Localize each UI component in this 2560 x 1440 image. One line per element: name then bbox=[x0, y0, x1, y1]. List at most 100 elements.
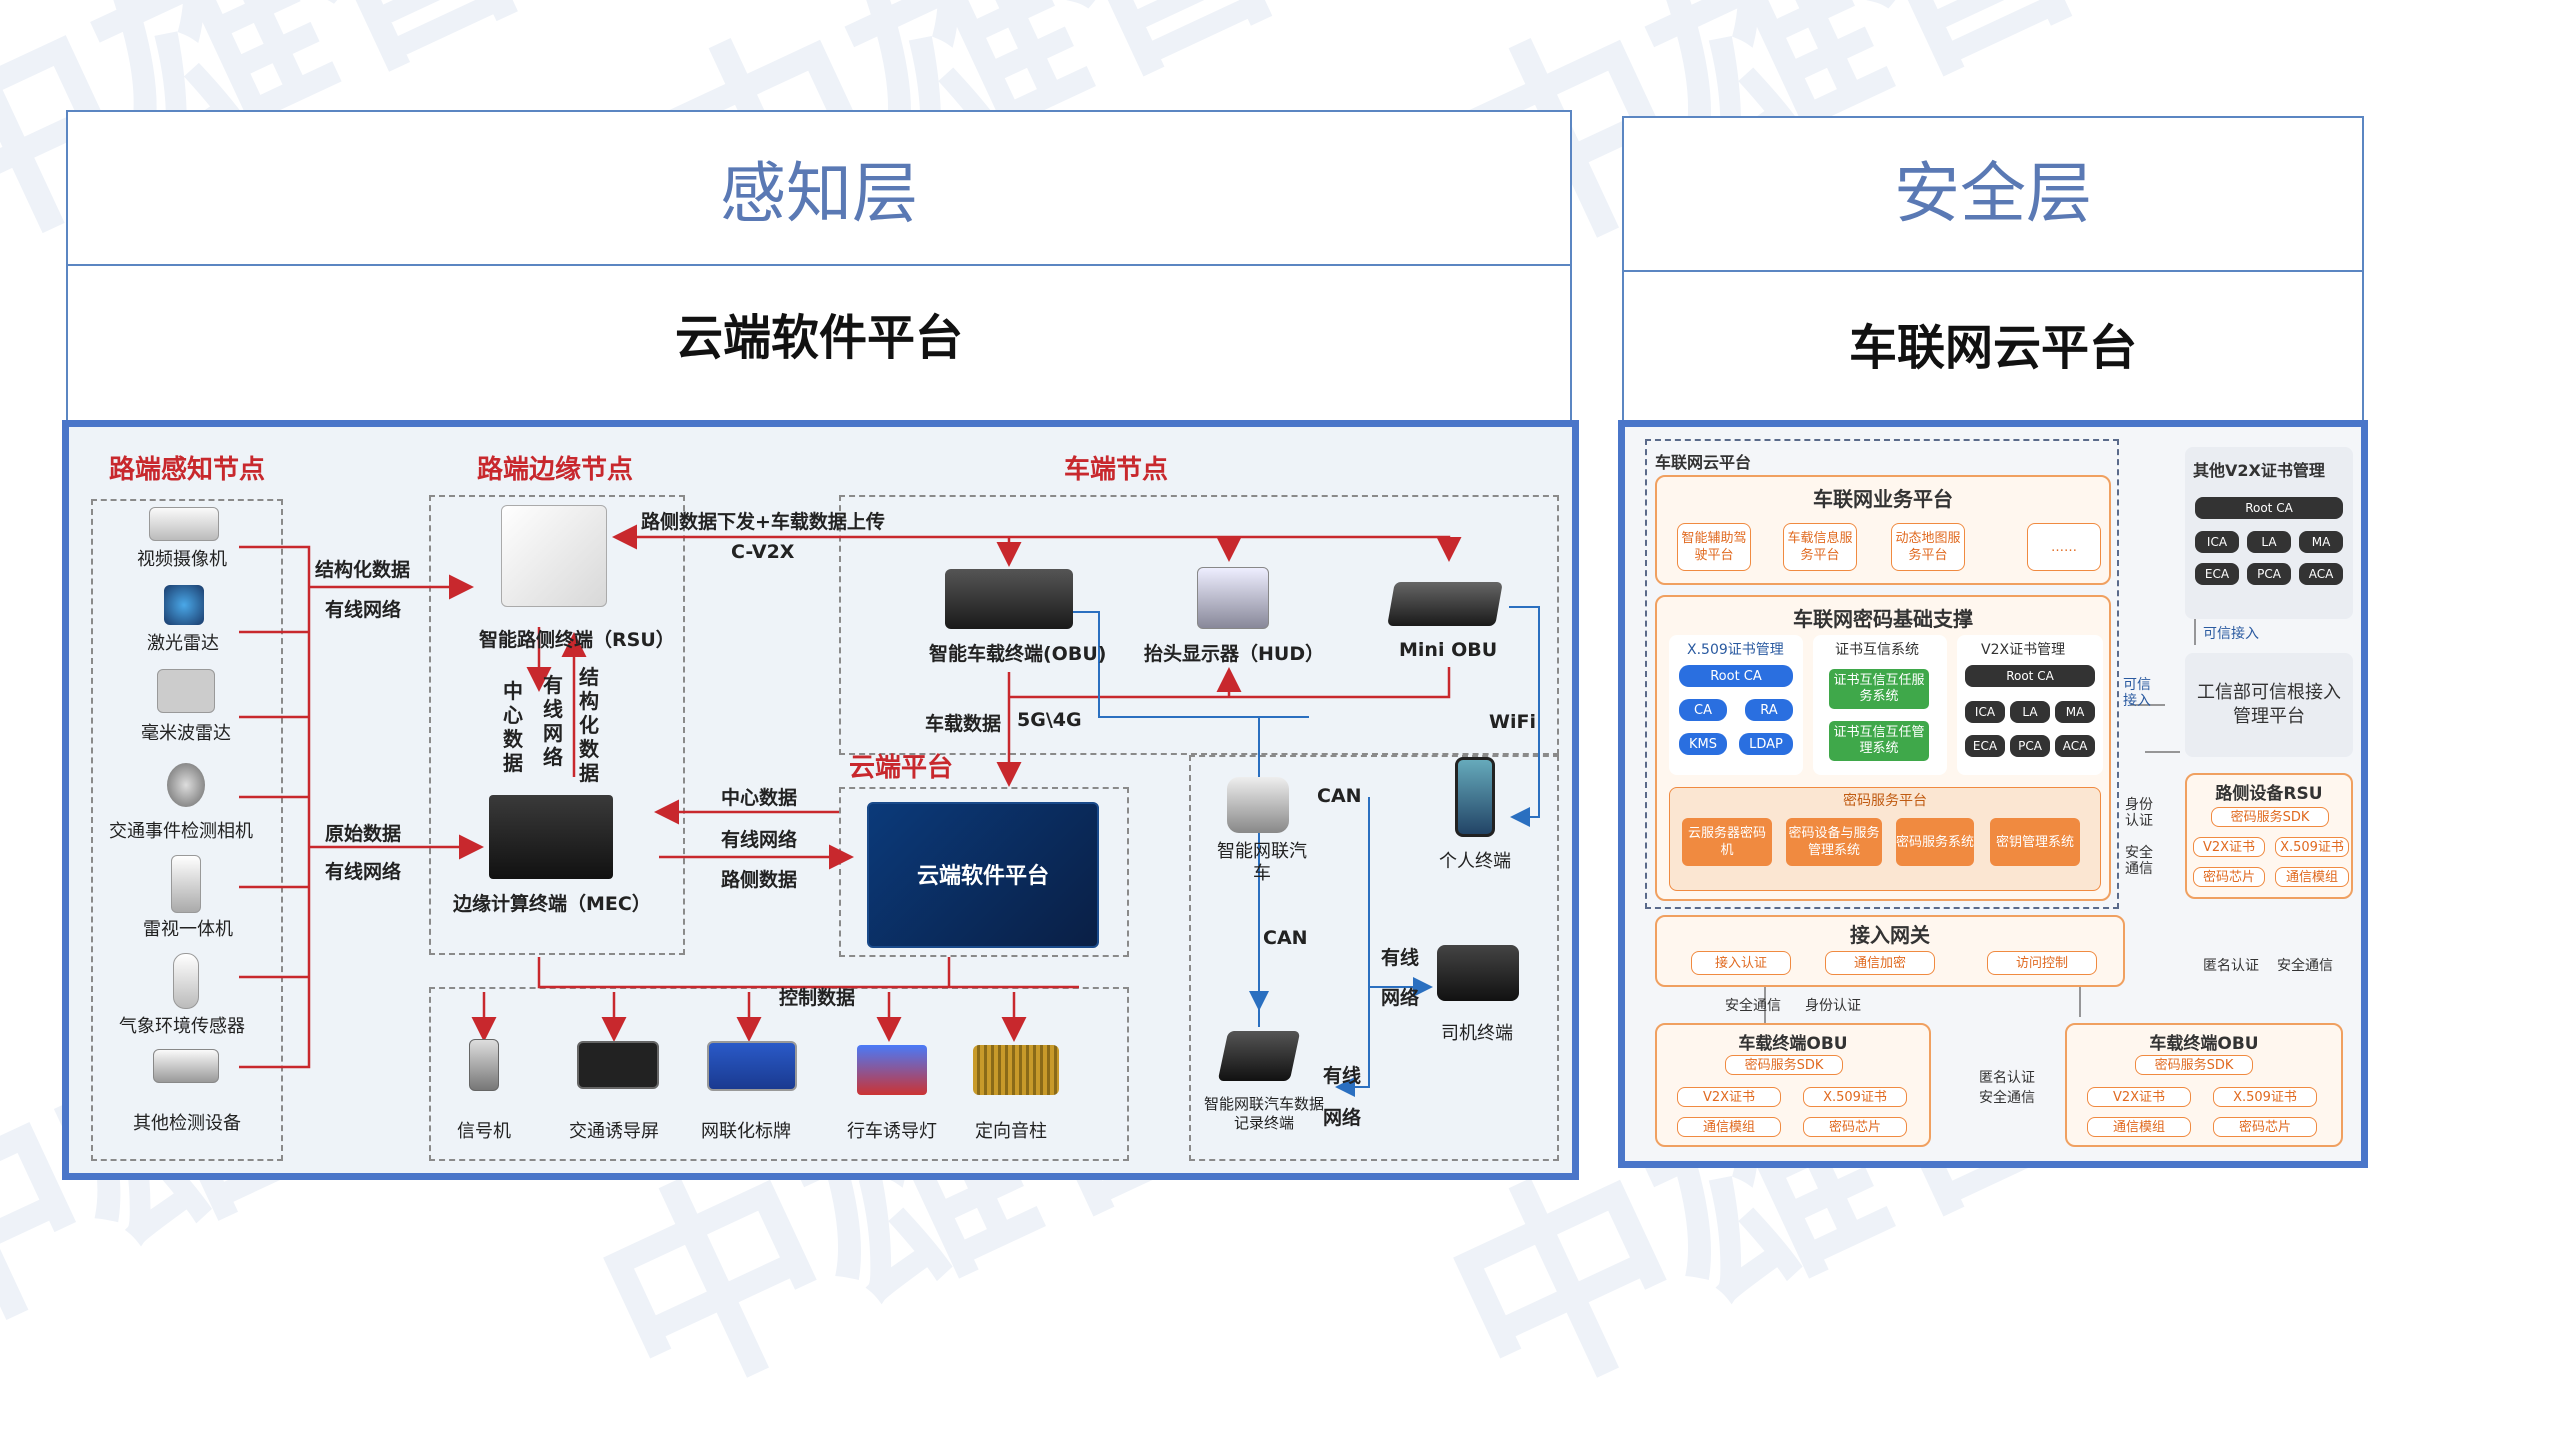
other-v2x-ma[interactable]: MA bbox=[2299, 531, 2343, 553]
v-structured-net: 有线网络 bbox=[541, 673, 565, 769]
v2x-aca[interactable]: ACA bbox=[2055, 735, 2095, 757]
mutual-trust-title: 证书互信系统 bbox=[1835, 642, 1919, 658]
v2x-cert-box: V2X证书管理 Root CA ICA LA MA ECA PCA ACA bbox=[1957, 635, 2103, 775]
obu-left-comm-module[interactable]: 通信模组 bbox=[1677, 1117, 1781, 1137]
hud-label: 抬头显示器（HUD） bbox=[1144, 643, 1325, 665]
rsu-x509-cert[interactable]: X.509证书 bbox=[2275, 837, 2349, 857]
rsu-icon bbox=[501, 505, 607, 607]
cloud-platform-label: 车联网云平台 bbox=[1655, 453, 1752, 472]
5g-4g-label: 5G\4G bbox=[1017, 709, 1082, 731]
trusted-access-label: 可信接入 bbox=[2203, 626, 2259, 642]
perception-divider bbox=[68, 264, 1570, 266]
directional-speaker-icon bbox=[973, 1045, 1059, 1095]
x509-kms[interactable]: KMS bbox=[1679, 733, 1727, 755]
x509-ra[interactable]: RA bbox=[1745, 699, 1793, 721]
personal-terminal-label: 个人终端 bbox=[1439, 851, 1511, 872]
personal-terminal-icon bbox=[1455, 757, 1495, 837]
wifi-label: WiFi bbox=[1489, 711, 1536, 733]
link-wired-network-1: 有线网络 bbox=[325, 599, 402, 621]
sensor-lidar: 激光雷达 bbox=[147, 633, 219, 654]
obu-right-x509-cert[interactable]: X.509证书 bbox=[2213, 1087, 2317, 1107]
secure-comm-label: 安全通信 bbox=[1725, 998, 1781, 1014]
mutual-trust-manage[interactable]: 证书互信互任管理系统 bbox=[1829, 721, 1929, 761]
security-diagram: 车联网云平台 车联网业务平台 智能辅助驾驶平台 车载信息服务平台 动态地图服务平… bbox=[1618, 420, 2368, 1168]
wired-net-label: 有线网络 bbox=[721, 829, 798, 851]
cloud-software-label: 云端软件平台 bbox=[916, 864, 1049, 889]
v2x-root-ca[interactable]: Root CA bbox=[1965, 665, 2095, 687]
business-item-info[interactable]: 车载信息服务平台 bbox=[1783, 523, 1857, 571]
x509-box: X.509证书管理 Root CA CA RA KMS LDAP bbox=[1669, 635, 1803, 775]
x509-root-ca[interactable]: Root CA bbox=[1679, 665, 1793, 687]
link-structured-data: 结构化数据 bbox=[315, 559, 411, 581]
crypto-service-system[interactable]: 密码服务系统 bbox=[1896, 818, 1974, 866]
v-structured-data-text: 结构化数据 bbox=[579, 665, 599, 785]
x509-ldap[interactable]: LDAP bbox=[1739, 733, 1793, 755]
x509-ca[interactable]: CA bbox=[1679, 699, 1727, 721]
lidar-icon bbox=[164, 585, 204, 625]
other-v2x-aca[interactable]: ACA bbox=[2299, 563, 2343, 585]
obu-right-crypto-chip[interactable]: 密码芯片 bbox=[2213, 1117, 2317, 1137]
wired-label-a: 有线 bbox=[1381, 947, 1420, 969]
gateway-access-auth[interactable]: 接入认证 bbox=[1691, 951, 1791, 975]
v2x-ma[interactable]: MA bbox=[2055, 701, 2095, 723]
other-v2x-la[interactable]: LA bbox=[2247, 531, 2291, 553]
obu-left-title: 车载终端OBU bbox=[1738, 1034, 1848, 1054]
gateway-encryption[interactable]: 通信加密 bbox=[1825, 951, 1935, 975]
network-label-b: 网络 bbox=[1323, 1107, 1362, 1129]
v2x-pca[interactable]: PCA bbox=[2010, 735, 2050, 757]
rsu-comm-module[interactable]: 通信模组 bbox=[2275, 867, 2349, 887]
guide-screen-icon bbox=[577, 1041, 659, 1089]
obu-right-v2x-cert[interactable]: V2X证书 bbox=[2087, 1087, 2191, 1107]
output-signal-machine: 信号机 bbox=[457, 1121, 511, 1142]
other-v2x-root-ca[interactable]: Root CA bbox=[2195, 497, 2343, 519]
mid-anon-auth: 匿名认证 bbox=[1979, 1070, 2035, 1086]
rsu-crypto-chip[interactable]: 密码芯片 bbox=[2193, 867, 2265, 887]
obu-security-box-left: 车载终端OBU 密码服务SDK V2X证书 X.509证书 通信模组 密码芯片 bbox=[1655, 1023, 1931, 1147]
rsu-v2x-cert[interactable]: V2X证书 bbox=[2193, 837, 2265, 857]
crypto-service-device-mgmt[interactable]: 密码设备与服务管理系统 bbox=[1786, 818, 1882, 866]
event-camera-icon bbox=[167, 763, 205, 807]
v2x-ica[interactable]: ICA bbox=[1965, 701, 2005, 723]
perception-diagram: 路端感知节点 路端边缘节点 车端节点 云端平台 bbox=[62, 420, 1579, 1180]
v2x-la[interactable]: LA bbox=[2010, 701, 2050, 723]
network-label-a: 网络 bbox=[1381, 987, 1420, 1009]
business-item-assist[interactable]: 智能辅助驾驶平台 bbox=[1677, 523, 1751, 571]
miit-platform-label: 工信部可信根接入管理平台 bbox=[2197, 682, 2341, 727]
smart-sign-icon bbox=[707, 1041, 797, 1091]
cv2x-label: C-V2X bbox=[731, 541, 795, 563]
other-v2x-ica[interactable]: ICA bbox=[2195, 531, 2239, 553]
business-item-map[interactable]: 动态地图服务平台 bbox=[1891, 523, 1965, 571]
obu-left-v2x-cert[interactable]: V2X证书 bbox=[1677, 1087, 1781, 1107]
sensor-video-camera: 视频摄像机 bbox=[137, 549, 227, 570]
sensor-mmwave-radar: 毫米波雷达 bbox=[141, 723, 231, 744]
crypto-support-box: 车联网密码基础支撑 X.509证书管理 Root CA CA RA KMS LD… bbox=[1655, 595, 2111, 901]
crypto-service-machine[interactable]: 云服务器密码机 bbox=[1682, 818, 1772, 866]
rsu-crypto-sdk[interactable]: 密码服务SDK bbox=[2211, 807, 2329, 827]
v-center-data-text: 中心数据 bbox=[503, 679, 523, 775]
obu-left-x509-cert[interactable]: X.509证书 bbox=[1803, 1087, 1907, 1107]
rsu-id-auth: 身份认证 bbox=[2125, 797, 2153, 829]
business-item-more[interactable]: …… bbox=[2027, 523, 2101, 571]
mec-label: 边缘计算终端（MEC） bbox=[453, 893, 651, 915]
mutual-trust-service[interactable]: 证书互信互任服务系统 bbox=[1829, 669, 1929, 709]
link-raw-data: 原始数据 bbox=[325, 823, 402, 845]
obu-right-crypto-sdk[interactable]: 密码服务SDK bbox=[2135, 1055, 2253, 1075]
mmwave-radar-icon bbox=[157, 669, 215, 713]
v2x-eca[interactable]: ECA bbox=[1965, 735, 2005, 757]
vehicle-data-label: 车载数据 bbox=[925, 713, 1002, 735]
crypto-service-title: 密码服务平台 bbox=[1843, 793, 1927, 809]
obu-right-comm-module[interactable]: 通信模组 bbox=[2087, 1117, 2191, 1137]
crypto-service-key-mgmt[interactable]: 密钥管理系统 bbox=[1990, 818, 2080, 866]
output-smart-sign: 网联化标牌 bbox=[701, 1121, 791, 1142]
obu-left-crypto-sdk[interactable]: 密码服务SDK bbox=[1725, 1055, 1843, 1075]
other-v2x-box: 其他V2X证书管理 Root CA ICA LA MA ECA PCA ACA bbox=[2185, 447, 2353, 619]
obu-left-crypto-chip[interactable]: 密码芯片 bbox=[1803, 1117, 1907, 1137]
sensor-radar-vision: 雷视一体机 bbox=[143, 919, 233, 940]
mini-obu-label: Mini OBU bbox=[1399, 639, 1498, 661]
roadside-data-label: 路侧数据 bbox=[721, 869, 798, 891]
other-v2x-pca[interactable]: PCA bbox=[2247, 563, 2291, 585]
other-v2x-eca[interactable]: ECA bbox=[2195, 563, 2239, 585]
gateway-access-control[interactable]: 访问控制 bbox=[1987, 951, 2097, 975]
mutual-trust-box: 证书互信系统 证书互信互任服务系统 证书互信互任管理系统 bbox=[1813, 635, 1947, 775]
rsu-label: 智能路侧终端（RSU） bbox=[479, 629, 675, 651]
